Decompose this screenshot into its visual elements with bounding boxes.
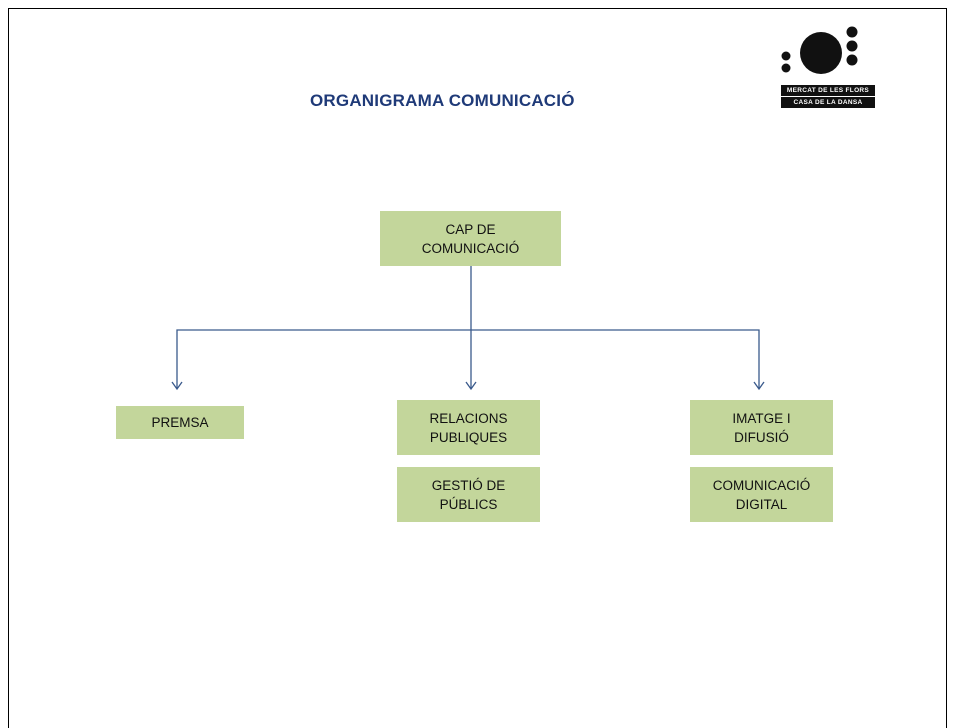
node-label: CAP DE COMUNICACIÓ	[421, 221, 520, 256]
mercat-de-les-flors-logo: MERCAT DE LES FLORS CASA DE LA DANSA	[781, 23, 875, 118]
node-label: IMATGE I DIFUSIÓ	[732, 410, 791, 445]
node-imatge-i-difusio: IMATGE I DIFUSIÓ	[690, 400, 833, 455]
node-label: PREMSA	[151, 415, 209, 430]
node-label: COMUNICACIÓ DIGITAL	[712, 477, 811, 512]
arrow-premsa	[171, 381, 183, 391]
node-relacions-publiques: RELACIONS PUBLIQUES	[397, 400, 540, 455]
logo-dots-icon	[781, 26, 858, 74]
arrow-relacions	[465, 381, 477, 391]
connector-branch	[176, 329, 760, 388]
node-cap-de-comunicacio: CAP DE COMUNICACIÓ	[380, 211, 561, 266]
node-comunicacio-digital: COMUNICACIÓ DIGITAL	[690, 467, 833, 522]
slide-frame	[8, 8, 947, 728]
chart-title: ORGANIGRAMA COMUNICACIÓ	[310, 91, 575, 110]
node-label: RELACIONS PUBLIQUES	[429, 410, 508, 445]
node-label: GESTIÓ DE PÚBLICS	[431, 477, 506, 512]
logo-text-line1: MERCAT DE LES FLORS	[781, 85, 875, 96]
node-premsa: PREMSA	[116, 406, 244, 439]
logo-text-line2: CASA DE LA DANSA	[781, 97, 875, 108]
arrow-imatge	[753, 381, 765, 391]
node-gestio-de-publics: GESTIÓ DE PÚBLICS	[397, 467, 540, 522]
